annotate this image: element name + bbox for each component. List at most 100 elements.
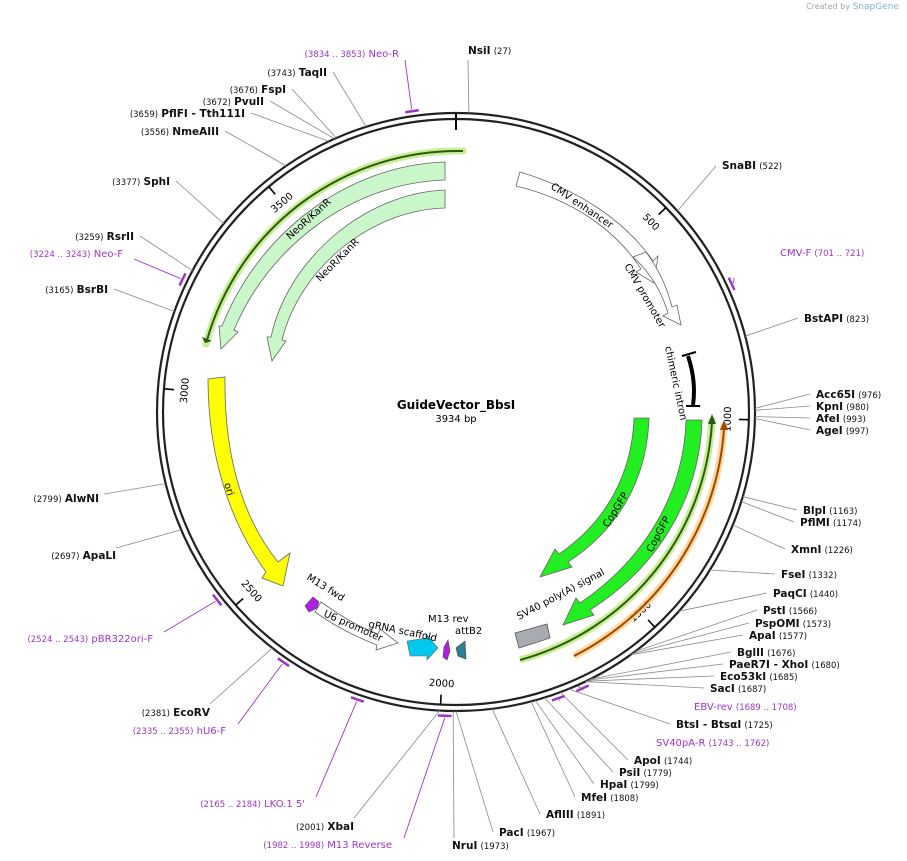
primer-name: LKO.1 5'	[264, 799, 305, 810]
m13-rev-arrow	[442, 639, 451, 661]
enzyme-name: PvuII	[234, 96, 264, 108]
enzyme-site-label: AflIII (1891)	[546, 809, 605, 821]
primer-label: SV40pA-R (1743 .. 1762)	[656, 738, 769, 749]
enzyme-position: (1226)	[825, 546, 853, 556]
grna-scaffold-arrow	[406, 633, 439, 661]
ruler-tick-label: 3000	[179, 377, 192, 403]
enzyme-site-label: PspOMI (1573)	[755, 618, 831, 630]
enzyme-position: (522)	[759, 162, 782, 172]
enzyme-leader-line	[332, 71, 367, 128]
enzyme-leader-line	[586, 675, 715, 682]
enzyme-leader-line	[745, 317, 799, 337]
primer-leader-line	[733, 277, 735, 284]
enzyme-position: (1577)	[779, 632, 807, 642]
enzyme-position: (2381)	[142, 709, 170, 719]
enzyme-position: (976)	[858, 391, 881, 401]
enzyme-leader-line	[742, 496, 798, 511]
ruler-tick	[235, 597, 244, 606]
enzyme-name: PflFI - Tth111I	[161, 108, 245, 120]
sv40-polya-box	[514, 623, 551, 649]
ori-arrow	[207, 376, 291, 587]
enzyme-site-label: (3672) PvuII	[203, 96, 264, 108]
enzyme-position: (1440)	[810, 590, 838, 600]
enzyme-leader-line	[559, 691, 629, 761]
enzyme-name: SphI	[144, 176, 170, 188]
snapgene-logo: SnapGene	[852, 2, 899, 12]
enzyme-position: (1676)	[767, 649, 795, 659]
enzyme-position: (2001)	[296, 823, 324, 833]
enzyme-site-label: ApoI (1744)	[634, 755, 692, 767]
enzyme-leader-line	[585, 681, 705, 689]
primer-range: (701 .. 721)	[814, 249, 864, 259]
enzyme-name: FspI	[261, 84, 286, 96]
primer-label: CMV-F (701 .. 721)	[780, 248, 864, 259]
enzyme-site-label: BglII (1676)	[737, 647, 795, 659]
enzyme-position: (1685)	[769, 673, 797, 683]
enzyme-name: PaeR7I - XhoI	[729, 659, 808, 671]
neor-kanr-outer-label: NeoR/KanR	[285, 197, 334, 243]
enzyme-name: PspOMI	[755, 618, 800, 630]
enzyme-position: (1799)	[630, 781, 658, 791]
enzyme-site-label: SacI (1687)	[710, 683, 766, 695]
enzyme-site-label: SnaBI (522)	[722, 160, 782, 172]
enzyme-leader-line	[544, 697, 614, 773]
enzyme-leader-line	[568, 688, 671, 725]
enzyme-leader-line	[250, 112, 329, 142]
enzyme-position: (823)	[846, 315, 869, 325]
enzyme-site-label: (2799) AlwNI	[33, 493, 99, 505]
primer-range: (2524 .. 2543)	[27, 635, 88, 645]
orf-brown-line	[573, 427, 725, 657]
enzyme-site-label: BtsI - BtsαI (1725)	[676, 719, 773, 731]
primer-name: pBR322ori-F	[91, 634, 153, 645]
enzyme-name: EcoRV	[173, 707, 211, 719]
chimeric-intron-bar	[686, 355, 696, 406]
enzyme-site-label: (3659) PflFI - Tth111I	[130, 108, 245, 120]
enzyme-position: (1566)	[789, 607, 817, 617]
primer-label: (1982 .. 1998) M13 Reverse	[263, 840, 392, 851]
neor-orf-line	[206, 149, 464, 341]
enzyme-position: (1332)	[809, 571, 837, 581]
enzyme-leader-line	[631, 622, 750, 655]
primer-leader-line	[577, 685, 584, 691]
primer-leader-line	[404, 59, 413, 110]
attb2-arrow	[455, 640, 467, 660]
enzyme-site-label: FseI (1332)	[781, 569, 837, 581]
enzyme-site-label: PsiI (1779)	[619, 767, 672, 779]
neor-kanr-outer-arrow	[218, 161, 446, 350]
enzyme-name: XbaI	[327, 821, 354, 833]
enzyme-position: (1744)	[664, 757, 692, 767]
cmv-enhancer-arrow	[515, 171, 659, 284]
enzyme-position: (3743)	[267, 69, 295, 79]
enzyme-name: ApoI	[634, 755, 661, 767]
enzyme-name: Eco53kI	[720, 671, 766, 683]
enzyme-name: HpaI	[600, 779, 627, 791]
enzyme-site-label: (3556) NmeAIII	[141, 126, 219, 138]
enzyme-position: (1808)	[610, 794, 638, 804]
enzyme-name: RsrII	[107, 231, 134, 243]
enzyme-site-label: PstI (1566)	[763, 605, 817, 617]
enzyme-leader-line	[754, 405, 811, 411]
enzyme-leader-line	[113, 288, 175, 312]
primer-leader-line	[133, 258, 181, 279]
enzyme-site-label: AfeI (993)	[816, 413, 866, 425]
enzyme-position: (1174)	[833, 519, 861, 529]
enzyme-site-label: ApaI (1577)	[749, 630, 807, 642]
enzyme-name: AlwNI	[65, 493, 99, 505]
chimeric-intron-label: chimeric intron	[662, 345, 688, 421]
enzyme-position: (1967)	[527, 829, 555, 839]
enzyme-leader-line	[224, 130, 287, 167]
enzyme-position: (1680)	[811, 661, 839, 671]
enzyme-site-label: NsiI (27)	[468, 45, 511, 57]
enzyme-name: BstAPI	[804, 313, 843, 325]
ruler-tick	[647, 619, 656, 628]
enzyme-name: XmnI	[791, 544, 821, 556]
primer-range: (2335 .. 2355)	[133, 727, 194, 737]
ruler-tick-label: 2500	[239, 578, 264, 604]
enzyme-position: (3676)	[230, 86, 258, 96]
enzyme-name: BglII	[737, 647, 764, 659]
primer-leader-line	[237, 663, 283, 725]
primer-name: SV40pA-R	[656, 738, 705, 749]
ori-label: ori	[221, 482, 235, 498]
enzyme-name: BsrBI	[77, 284, 108, 296]
